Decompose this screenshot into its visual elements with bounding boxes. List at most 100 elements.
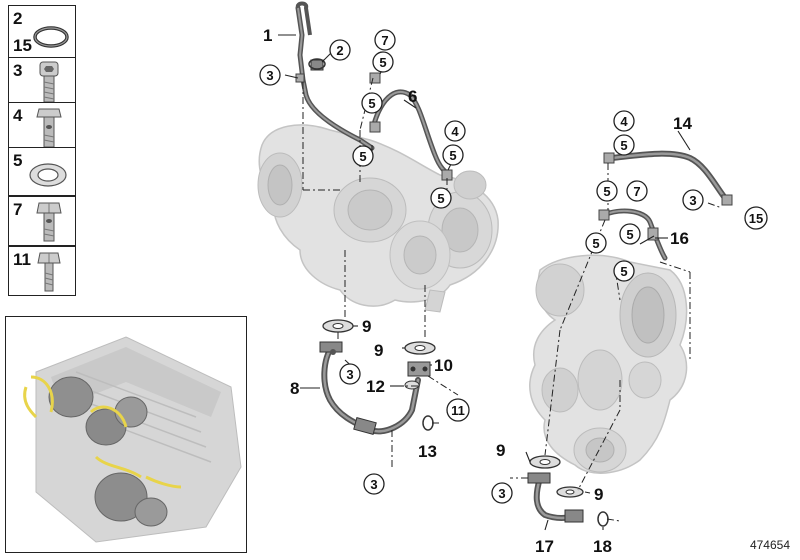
label-17: 17 — [535, 537, 554, 556]
legend-number: 3 — [13, 61, 23, 80]
callout-badge-5: 5 — [619, 223, 641, 245]
callout-badge-5: 5 — [352, 145, 374, 167]
gasket-9-upper — [322, 319, 354, 333]
svg-text:15: 15 — [749, 211, 763, 226]
legend-number: 7 — [13, 200, 23, 219]
svg-text:5: 5 — [620, 138, 627, 153]
label-6: 6 — [408, 87, 417, 106]
callout-badge-4: 4 — [613, 110, 635, 132]
label-8: 8 — [290, 379, 299, 398]
flange-10 — [407, 361, 431, 377]
callout-badge-3: 3 — [363, 473, 385, 495]
svg-text:3: 3 — [370, 477, 377, 492]
gasket-9-lower — [404, 341, 436, 355]
svg-text:5: 5 — [603, 184, 610, 199]
legend-cell-seal-ring: 2 15 — [8, 5, 76, 61]
svg-text:5: 5 — [359, 149, 366, 164]
callout-badge-5: 5 — [596, 180, 618, 202]
label-18: 18 — [593, 537, 612, 556]
callout-badge-15: 15 — [744, 206, 768, 230]
callout-badge-5: 5 — [361, 92, 383, 114]
gasket-9-right-lower — [556, 486, 584, 498]
label-12: 12 — [366, 377, 385, 396]
legend-number: 2 — [13, 9, 23, 28]
legend-cell-flat-seal: 5 — [8, 147, 76, 196]
callout-badge-3: 3 — [682, 189, 704, 211]
callout-badge-11: 11 — [446, 398, 470, 422]
callout-badge-5: 5 — [613, 260, 635, 282]
hex-banjo-bolt-icon — [36, 202, 62, 242]
engine-overview-illustration — [23, 336, 242, 543]
fitting-16-side — [647, 227, 659, 241]
fitting-part-2 — [308, 58, 326, 71]
o-ring-seal-icon — [33, 26, 69, 48]
fitting-upper-banjo — [369, 72, 381, 84]
svg-text:5: 5 — [620, 264, 627, 279]
hex-bolt-icon — [37, 252, 61, 292]
svg-text:3: 3 — [346, 367, 353, 382]
label-13: 13 — [418, 442, 437, 461]
legend-cell-banjo-bolt: 4 — [8, 102, 76, 151]
svg-text:5: 5 — [449, 148, 456, 163]
svg-text:5: 5 — [437, 191, 444, 206]
svg-text:4: 4 — [451, 124, 459, 139]
svg-text:11: 11 — [451, 403, 465, 418]
legend-number: 5 — [13, 151, 23, 170]
o-ring-13 — [422, 415, 434, 431]
legend-number: 4 — [13, 106, 23, 125]
svg-text:7: 7 — [633, 184, 640, 199]
gasket-9-right-upper — [529, 455, 561, 469]
svg-text:5: 5 — [379, 55, 386, 70]
turbocharger-right-housing — [529, 254, 688, 474]
callout-badge-7: 7 — [374, 29, 396, 51]
svg-text:2: 2 — [336, 43, 343, 58]
label-1: 1 — [263, 26, 272, 45]
svg-text:4: 4 — [620, 114, 628, 129]
seal-ring-12 — [404, 380, 420, 390]
fitting-14-top — [603, 152, 615, 164]
o-ring-18 — [597, 511, 609, 527]
socket-screw-icon — [39, 61, 59, 103]
label-9: 9 — [594, 485, 603, 504]
callout-badge-3: 3 — [339, 363, 361, 385]
oil-line-top-loop — [295, 1, 312, 36]
legend-cell-hex-banjo-bolt: 7 — [8, 196, 76, 246]
callout-badge-3: 3 — [259, 64, 281, 86]
svg-text:5: 5 — [626, 227, 633, 242]
turbocharger-left-housing — [257, 124, 499, 313]
svg-text:3: 3 — [266, 68, 273, 83]
callout-badge-5: 5 — [372, 51, 394, 73]
svg-text:5: 5 — [592, 236, 599, 251]
fitting-16-top — [598, 209, 610, 221]
legend-number: 15 — [13, 36, 32, 55]
legend-cell-hex-bolt: 11 — [8, 246, 76, 296]
callout-badges: 2 3 7 5 5 5 4 5 5 3 11 3 4 5 3 15 5 7 5 … — [259, 29, 768, 504]
fitting-14-end — [721, 194, 733, 206]
banjo-bolt-icon — [36, 108, 62, 148]
callout-badge-5: 5 — [430, 187, 452, 209]
svg-text:3: 3 — [689, 193, 696, 208]
flat-seal-ring-icon — [29, 163, 67, 187]
callout-badge-5: 5 — [585, 232, 607, 254]
fitting-line6-end — [369, 121, 381, 133]
label-9: 9 — [362, 317, 371, 336]
callout-badge-5: 5 — [613, 134, 635, 156]
svg-text:3: 3 — [498, 486, 505, 501]
engine-overview-inset — [5, 316, 247, 553]
label-9: 9 — [496, 441, 505, 460]
svg-text:5: 5 — [368, 96, 375, 111]
callout-badge-3: 3 — [491, 482, 513, 504]
plain-labels: 1 6 9 9 10 8 12 13 14 16 9 9 17 18 — [263, 26, 692, 556]
oil-return-line-17 — [527, 472, 584, 523]
callout-badge-5: 5 — [442, 144, 464, 166]
legend-number: 11 — [13, 250, 31, 269]
callout-badge-7: 7 — [626, 180, 648, 202]
label-9: 9 — [374, 341, 383, 360]
diagram-reference-id: 474654 — [749, 538, 790, 552]
label-14: 14 — [673, 114, 692, 133]
svg-text:7: 7 — [381, 33, 388, 48]
label-10: 10 — [434, 356, 453, 375]
callout-badge-4: 4 — [444, 120, 466, 142]
callout-badge-2: 2 — [329, 39, 351, 61]
